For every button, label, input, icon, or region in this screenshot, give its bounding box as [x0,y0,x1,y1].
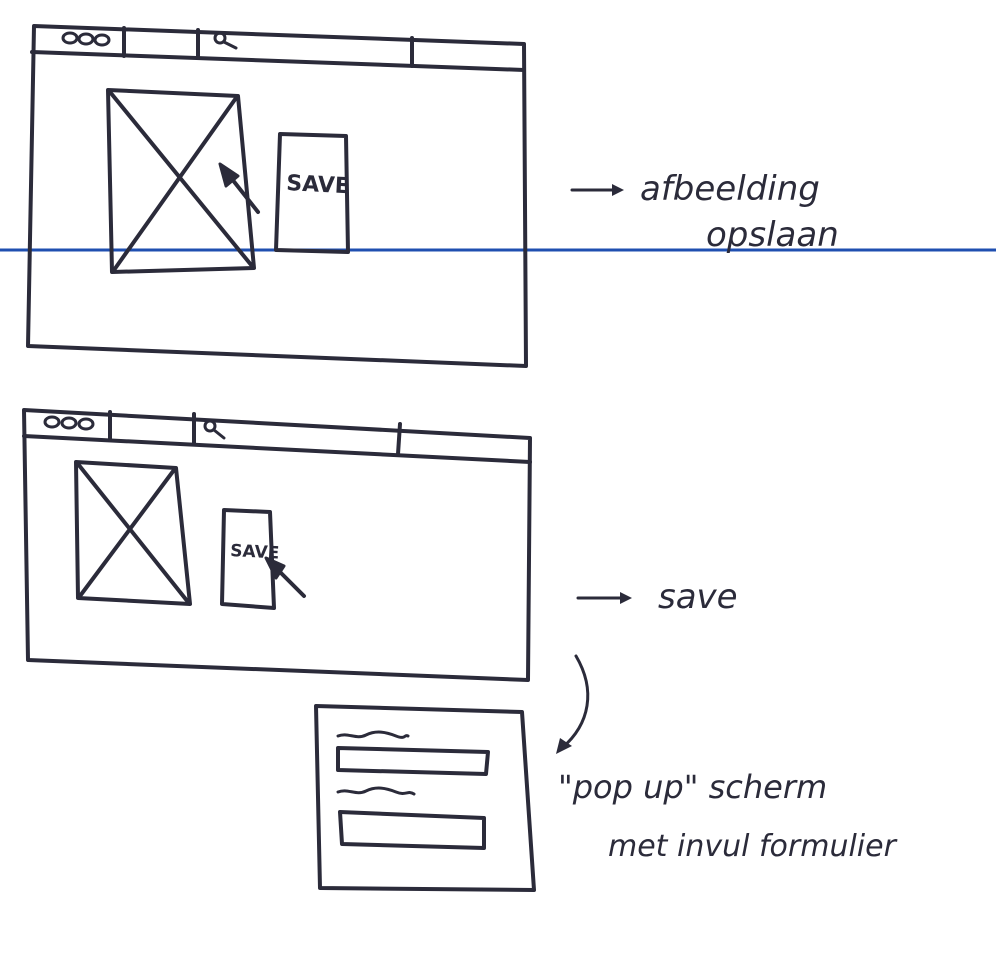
popup-frame [314,704,536,892]
form-input-field[interactable] [338,810,486,850]
image-placeholder-icon [74,460,192,606]
arrow-right-icon [570,184,624,196]
image-placeholder-icon [106,88,256,274]
annotation-text: save [658,577,738,617]
annotation-text: "pop up" scherm [558,768,827,806]
browser-window-frame [22,408,532,682]
browser-toolbar [30,50,526,72]
annotation-step-2: save [576,577,738,617]
arrow-right-icon [576,592,632,604]
three-dots-icon[interactable] [43,415,95,431]
annotation-text: met invul formulier [608,829,898,864]
annotation-text: opslaan [706,215,839,255]
toolbar-divider [396,422,402,456]
popup-form-wireframe [314,704,536,892]
annotation-step-1: afbeelding opslaan [570,169,839,255]
browser-window-frame [26,24,528,368]
browser-toolbar [22,434,532,464]
annotation-step-3: "pop up" scherm met invul formulier [558,768,898,864]
cursor-arrow-icon [264,556,306,598]
curved-arrow-icon [556,654,590,754]
search-icon[interactable] [213,31,238,50]
form-input-field[interactable] [336,746,490,776]
browser-wireframe-1: SAVE [26,24,528,368]
search-icon[interactable] [203,419,226,440]
browser-wireframe-2: SAVE [22,408,532,682]
cursor-arrow-icon [218,162,260,214]
three-dots-icon[interactable] [61,31,111,47]
form-label-placeholder [336,730,410,739]
annotation-text: afbeelding [640,169,820,209]
save-button[interactable]: SAVE [274,132,351,254]
save-button-label: SAVE [286,171,351,199]
form-label-placeholder [336,786,416,796]
